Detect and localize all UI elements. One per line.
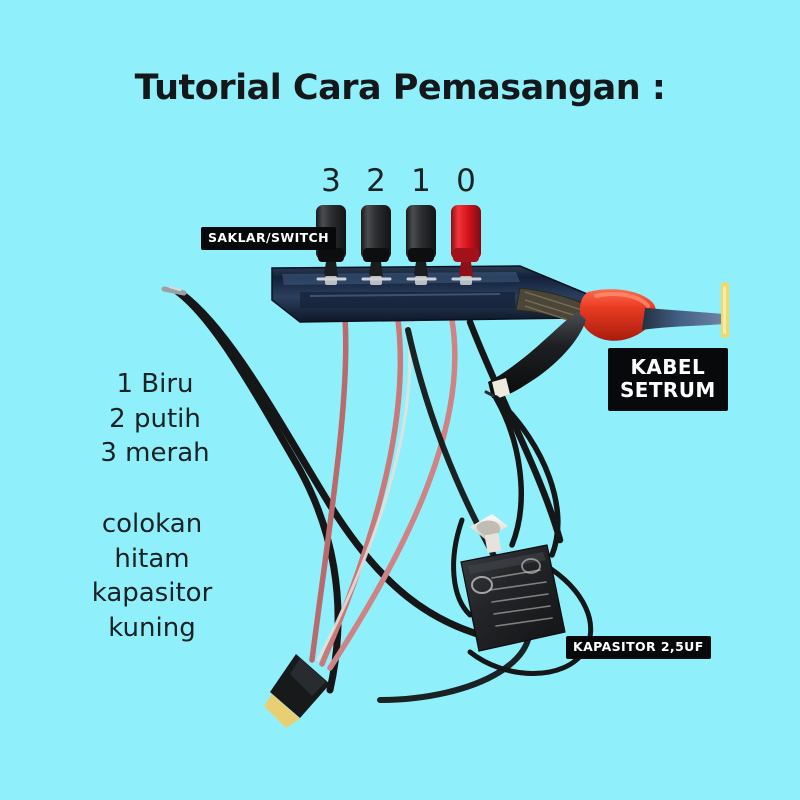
cable-end-disc — [721, 282, 729, 338]
legend-plug-note-line-2: hitam — [114, 543, 190, 574]
callout-kabel-setrum-line2: SETRUM — [620, 378, 716, 402]
switch-panel-body — [271, 265, 601, 331]
page-title: Tutorial Cara Pemasangan : — [134, 68, 666, 108]
banana-jack-0[interactable] — [451, 205, 482, 285]
terminal-number-2: 2 — [366, 163, 386, 199]
terminal-number-3: 3 — [321, 163, 341, 199]
banana-jack-2[interactable] — [361, 205, 392, 285]
black-plug-bottom — [264, 654, 330, 728]
banana-jack-1[interactable] — [406, 205, 437, 285]
legend-wire-colors: 1 Biru 2 putih 3 merah — [40, 367, 270, 471]
legend-plug-note-line-4: kuning — [108, 612, 196, 643]
terminal-number-1: 1 — [411, 163, 431, 199]
callout-kabel-setrum: KABEL SETRUM — [608, 348, 728, 411]
callout-saklar-switch: SAKLAR/SWITCH — [201, 227, 336, 251]
capacitor-body — [460, 514, 566, 652]
output-cable-blue — [642, 308, 724, 330]
terminal-number-0: 0 — [456, 163, 476, 199]
red-wire-group — [309, 315, 458, 671]
legend-wire-colors-line-2: 2 putih — [109, 403, 201, 434]
legend-plug-note-line-3: kapasitor — [91, 578, 213, 609]
capacitor-wires — [451, 395, 594, 676]
callout-kabel-setrum-line1: KABEL — [630, 355, 706, 379]
black-alligator-clip — [484, 312, 586, 400]
legend-wire-colors-line-1: 1 Biru — [116, 369, 194, 399]
legend-plug-note-line-1: colokan — [101, 509, 203, 539]
callout-kapasitor: KAPASITOR 2,5UF — [566, 636, 711, 660]
red-alligator-clip — [579, 289, 656, 341]
legend-plug-note: colokan hitam kapasitor kuning — [37, 507, 267, 645]
legend-wire-colors-line-3: 3 merah — [100, 438, 210, 469]
